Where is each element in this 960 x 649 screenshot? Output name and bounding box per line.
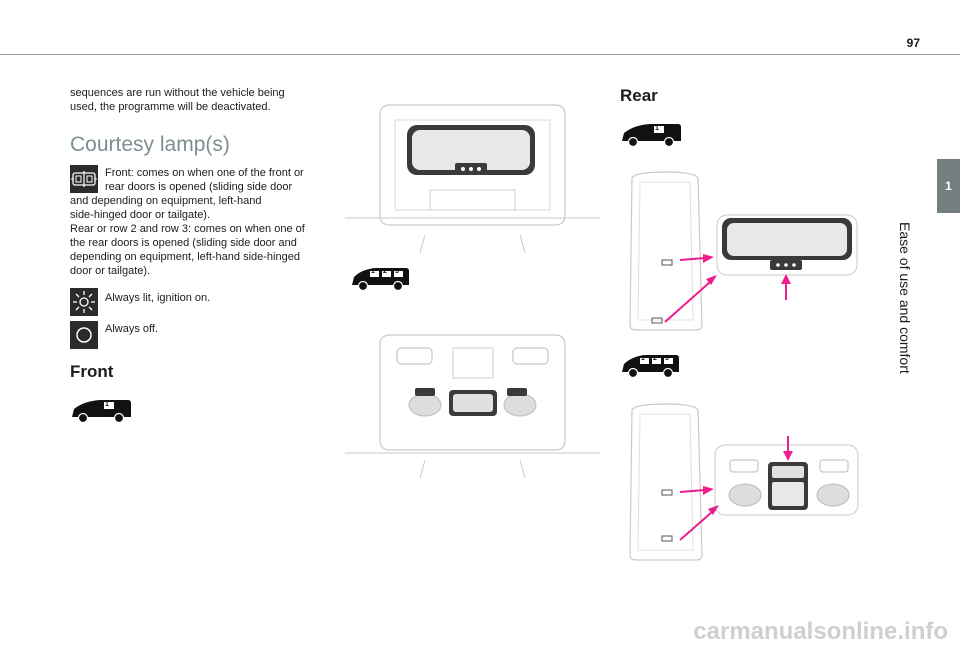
van-badge-label: 2 [653, 355, 657, 362]
rear-heading: Rear [620, 86, 658, 105]
watermark: carmanualsonline.info [693, 618, 948, 645]
intro-line: used, the programme will be deactivated. [70, 101, 271, 113]
van-badge-label: 3 [665, 355, 669, 362]
van-silhouette-icon [622, 124, 681, 148]
van-badge-label: 1 [655, 125, 659, 132]
front-doors-description: Front: comes on when one of the front or… [70, 166, 340, 278]
intro-paragraph: sequences are run without the vehicle be… [70, 86, 340, 114]
text-line: door or tailgate). [70, 265, 151, 277]
van-badge-label: 1 [105, 401, 109, 408]
intro-line: sequences are run without the vehicle be… [70, 87, 285, 99]
text-line: Front: comes on when one of the front or [105, 167, 304, 179]
chapter-side-label-text: Ease of use and comfort [897, 222, 913, 374]
van-badge-label: 1 [641, 355, 645, 362]
text-line: and depending on equipment, left-hand [70, 195, 262, 207]
chapter-tab[interactable]: 1 [937, 159, 960, 213]
rear-row3-top-view-illustration [629, 403, 859, 561]
header-divider [0, 54, 960, 55]
always-off-text: Always off. [105, 323, 158, 335]
text-line: side-hinged door or tailgate). [70, 209, 211, 221]
always-lit-text: Always lit, ignition on. [105, 292, 211, 304]
text-line: the rear doors is opened (sliding side d… [70, 237, 297, 249]
van-silhouette-icon [72, 400, 131, 424]
front-console-illustration [345, 104, 600, 254]
rear-top-view-illustration [629, 171, 858, 331]
chapter-side-label: Ease of use and comfort [893, 222, 918, 422]
van-silhouette-icon [352, 268, 409, 292]
van-badge-label: 1 [371, 268, 375, 275]
page-number: 97 [906, 36, 920, 50]
van-badge-label: 3 [395, 268, 399, 275]
section-title: Courtesy lamp(s) [70, 133, 230, 156]
sun-lamp-on-icon [70, 288, 98, 316]
circle-lamp-off-icon [70, 321, 98, 349]
text-line: depending on equipment, left-hand side-h… [70, 251, 300, 263]
van-badge-label: 2 [383, 268, 387, 275]
van-silhouette-icon [622, 355, 679, 379]
front-heading: Front [70, 362, 114, 381]
rear-console-illustration [345, 334, 600, 479]
door-open-lamp-icon [70, 165, 98, 193]
text-line: rear doors is opened (sliding side door [105, 181, 293, 193]
text-line: Rear or row 2 and row 3: comes on when o… [70, 223, 305, 235]
